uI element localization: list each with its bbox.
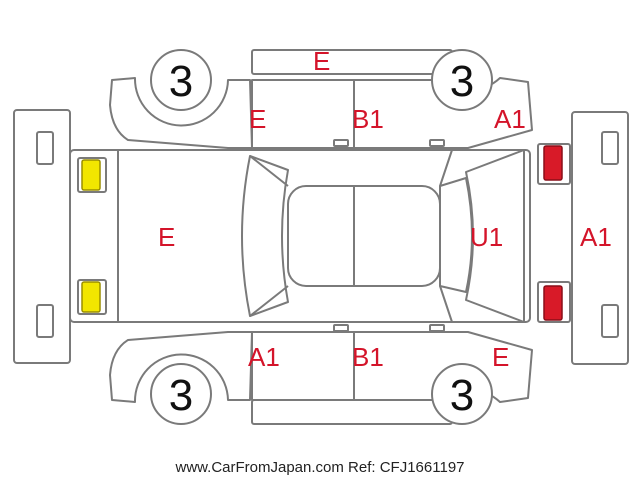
taillamp-slot-bottom [537, 281, 571, 323]
left-quarter-handle [429, 139, 445, 147]
damage-labels: E E B1 A1 E U1 A1 A1 B1 E [158, 46, 612, 372]
roof [287, 185, 441, 287]
headlamp-slot-bottom [77, 279, 107, 315]
c-pillar-bottom [439, 285, 453, 323]
tire-rear-right: 3 [431, 363, 493, 425]
right-side-body [109, 331, 253, 403]
left-door-handle-rear [333, 139, 349, 147]
car-body-outline [13, 49, 629, 425]
right-quarter-handle [429, 324, 445, 332]
label-rear-glass: U1 [470, 222, 503, 252]
tire-label: 3 [450, 57, 474, 106]
rear-window [439, 177, 473, 293]
red-marker-top [543, 145, 563, 181]
top-view-body [69, 149, 531, 323]
label-left-quarter: A1 [494, 104, 526, 134]
yellow-marker-bottom [81, 281, 101, 313]
rear-bumper [571, 111, 629, 365]
front-bumper [13, 109, 71, 364]
label-right-quarter: E [492, 342, 509, 372]
rear-hatch-glass [465, 149, 525, 323]
a-pillar-bottom [249, 285, 289, 317]
right-door-handle-rear [333, 324, 349, 332]
tire-front-left: 3 [150, 49, 212, 111]
rear-bumper-tab-bottom [601, 304, 619, 338]
label-hood: E [158, 222, 175, 252]
label-top-edge: E [313, 46, 330, 76]
a-pillar-top [249, 155, 289, 187]
top-roof-rail [251, 49, 453, 75]
tire-label: 3 [169, 371, 193, 420]
label-right-door-front: A1 [248, 342, 280, 372]
label-rear-bumper: A1 [580, 222, 612, 252]
yellow-marker-top [81, 159, 101, 191]
tire-rear-left: 3 [431, 49, 493, 111]
c-pillar-top [439, 149, 453, 187]
label-left-door-front: E [249, 104, 266, 134]
tire-front-right: 3 [150, 363, 212, 425]
front-bumper-tab-top [36, 131, 54, 165]
headlamp-slot-top [77, 157, 107, 193]
tire-label: 3 [169, 57, 193, 106]
tire-label: 3 [450, 371, 474, 420]
bottom-rocker [251, 399, 453, 425]
left-side-body [109, 77, 253, 149]
windshield [241, 155, 289, 317]
red-marker-bottom [543, 285, 563, 321]
front-bumper-tab-bottom [36, 304, 54, 338]
footer-reference: www.CarFromJapan.com Ref: CFJ1661197 [175, 459, 465, 476]
rear-bumper-tab-top [601, 131, 619, 165]
taillamp-slot-top [537, 143, 571, 185]
label-right-door-rear: B1 [352, 342, 384, 372]
label-left-door-rear: B1 [352, 104, 384, 134]
